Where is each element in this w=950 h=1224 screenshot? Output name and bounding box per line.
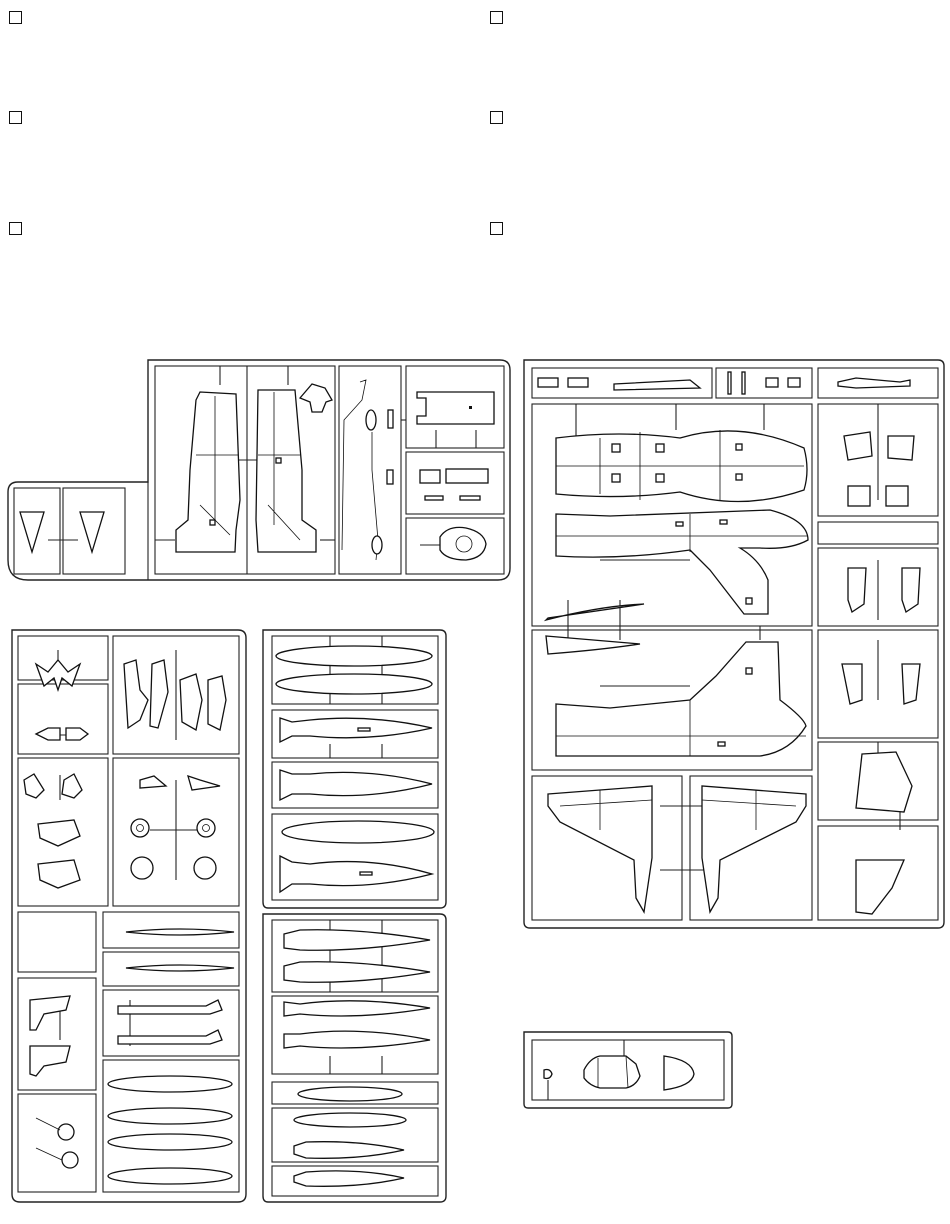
sprue-fuel-tanks	[263, 630, 446, 908]
sprue-bombs	[263, 914, 446, 1202]
sprue-small-parts	[12, 630, 246, 1202]
sprue-canopy	[524, 1032, 732, 1108]
sprue-wings	[524, 360, 944, 928]
sprue-fuselage-halves	[8, 360, 510, 580]
